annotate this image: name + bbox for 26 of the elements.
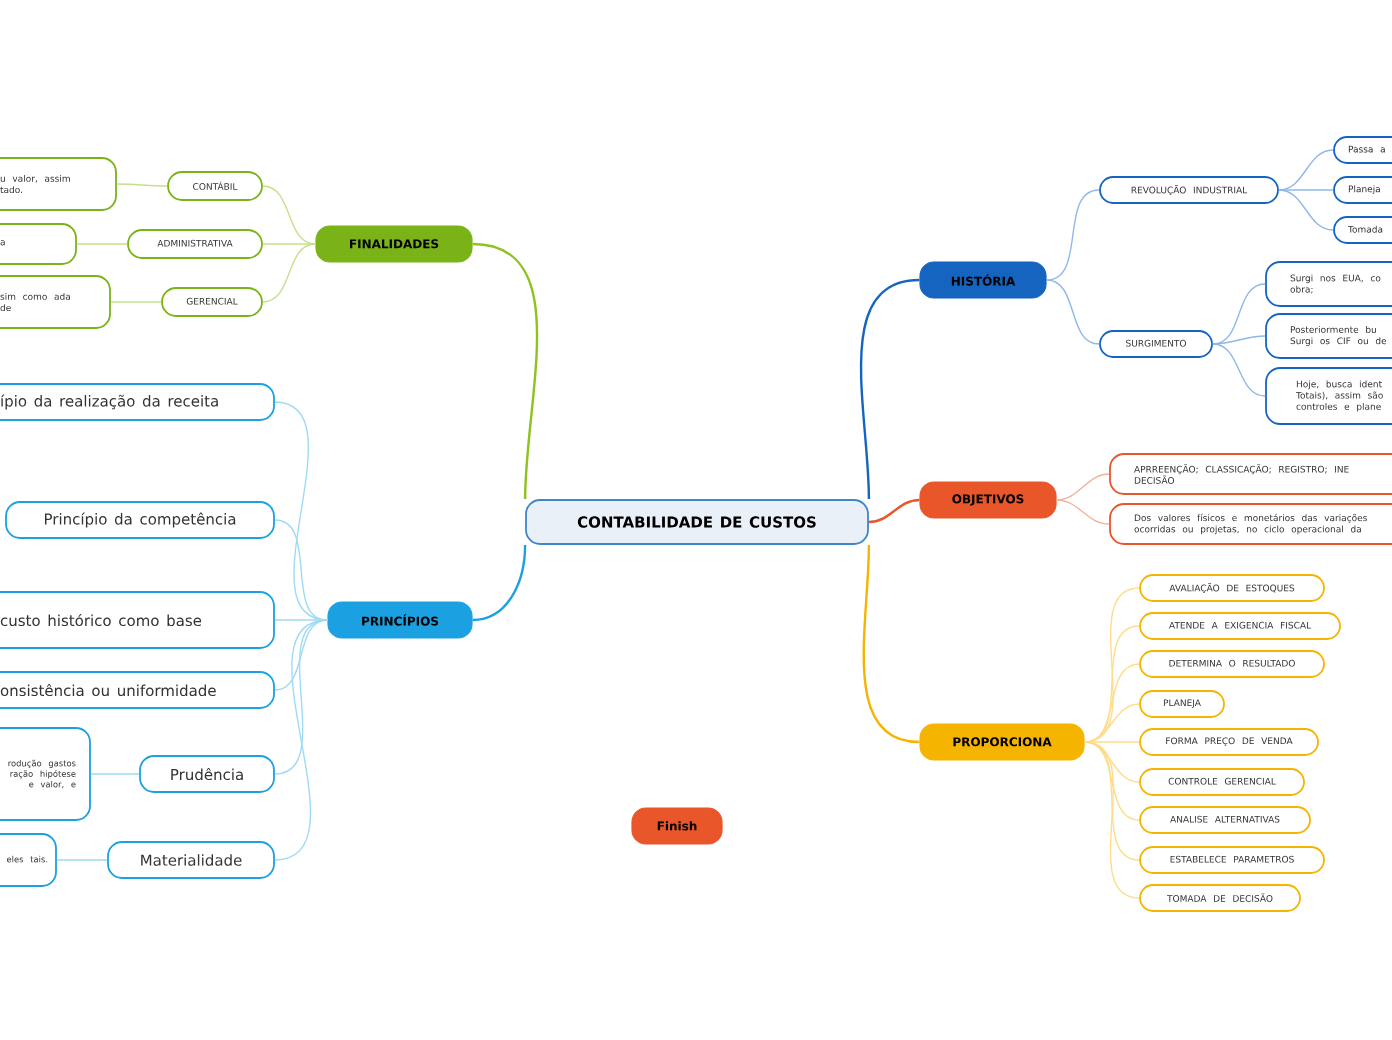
branch-line (56, 859, 108, 861)
branch-line (1083, 741, 1140, 743)
branch-line (262, 243, 317, 303)
branch-line (860, 278, 920, 500)
branch-line (1212, 343, 1266, 397)
branch-line (1083, 741, 1140, 899)
branch-line (868, 498, 920, 524)
branch-line (1055, 499, 1110, 525)
branch-line (1278, 189, 1334, 231)
branch-line (1278, 189, 1334, 191)
branch-line (110, 301, 162, 303)
branch-line (262, 243, 317, 245)
branch-line (76, 243, 128, 245)
branch-line (1055, 473, 1110, 501)
branch-line (862, 544, 920, 744)
branch-line (1045, 189, 1100, 281)
branch-line (116, 183, 168, 187)
branch-line (274, 619, 329, 621)
branch-line (1045, 279, 1100, 345)
branch-line (274, 619, 329, 861)
branch-line (1278, 149, 1334, 191)
branch-line (472, 242, 539, 500)
branch-line (90, 773, 140, 775)
branch-line (1212, 283, 1266, 345)
branch-line (472, 544, 527, 622)
branch-line (1212, 335, 1266, 345)
